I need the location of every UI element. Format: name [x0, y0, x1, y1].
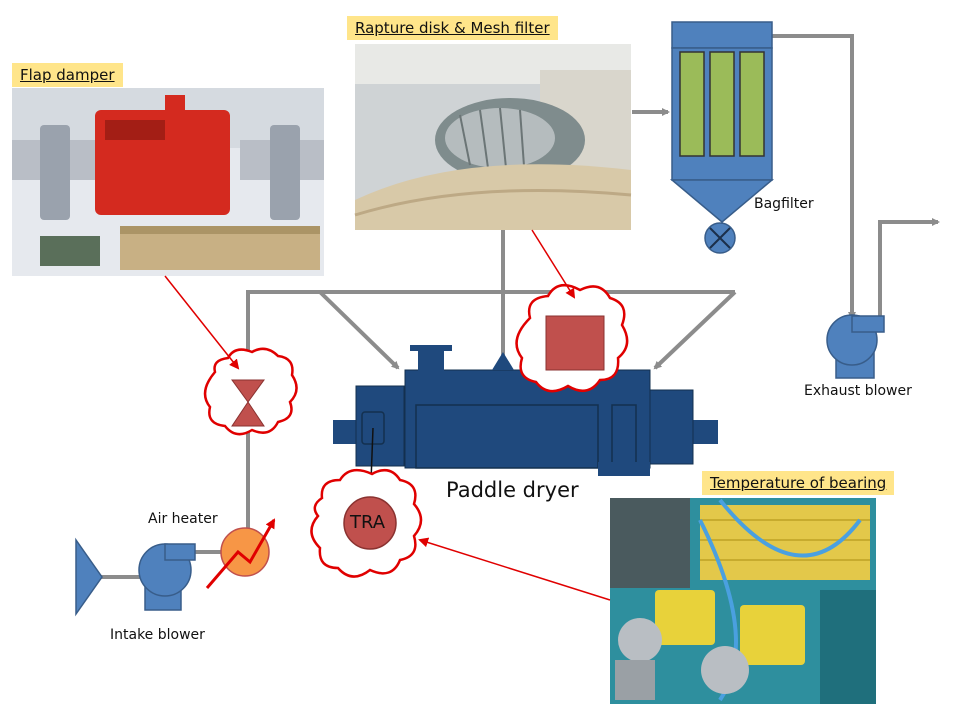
- bagfilter-label: Bagfilter: [754, 196, 814, 212]
- filter-bag-icon: [739, 51, 765, 157]
- intake-nozzle-icon: [75, 537, 103, 617]
- tra-label: TRA: [350, 512, 386, 533]
- rapture-disk-photo: [354, 44, 632, 230]
- filter-bag-icon: [679, 51, 705, 157]
- flap-damper-photo: [12, 88, 324, 276]
- exhaust-blower-label: Exhaust blower: [804, 383, 912, 399]
- tra-instrument-icon: [343, 496, 397, 550]
- intake-blower: [75, 537, 196, 617]
- bagfilter: [669, 21, 775, 254]
- bearing-pointer: [418, 537, 611, 601]
- inlet-branch-right: [653, 290, 737, 370]
- valve-icon: [231, 379, 265, 403]
- rapture-disk-callout: Rapture disk & Mesh filter: [347, 16, 558, 40]
- paddle-dryer-label: Paddle dryer: [446, 478, 579, 502]
- air-heater-icon: [220, 527, 270, 577]
- tra-marker: [310, 468, 423, 578]
- rapture-disk-marker: [515, 283, 629, 393]
- rapture-disk-pointer: [531, 229, 576, 299]
- inlet-branch-left: [318, 290, 400, 370]
- rapture-disk-icon: [545, 315, 605, 371]
- bagfilter-to-exhaust-line: [772, 34, 856, 320]
- bearing-photo: [610, 498, 876, 704]
- callout-arrows: [164, 229, 611, 601]
- air-heater: [205, 518, 276, 589]
- intake-blower-label: Intake blower: [110, 627, 205, 643]
- exhaust-blower: [826, 314, 885, 379]
- flap-damper-callout: Flap damper: [12, 63, 123, 87]
- filter-bag-icon: [709, 51, 735, 157]
- flap-damper-valve: [203, 347, 298, 436]
- heater-arrow-icon: [205, 518, 276, 589]
- flap-damper-pointer: [164, 275, 240, 370]
- temperature-bearing-callout: Temperature of bearing: [702, 471, 895, 495]
- exhaust-outlet-line: [878, 218, 940, 325]
- air-heater-label: Air heater: [148, 511, 218, 527]
- paddle-dryer: [333, 345, 718, 509]
